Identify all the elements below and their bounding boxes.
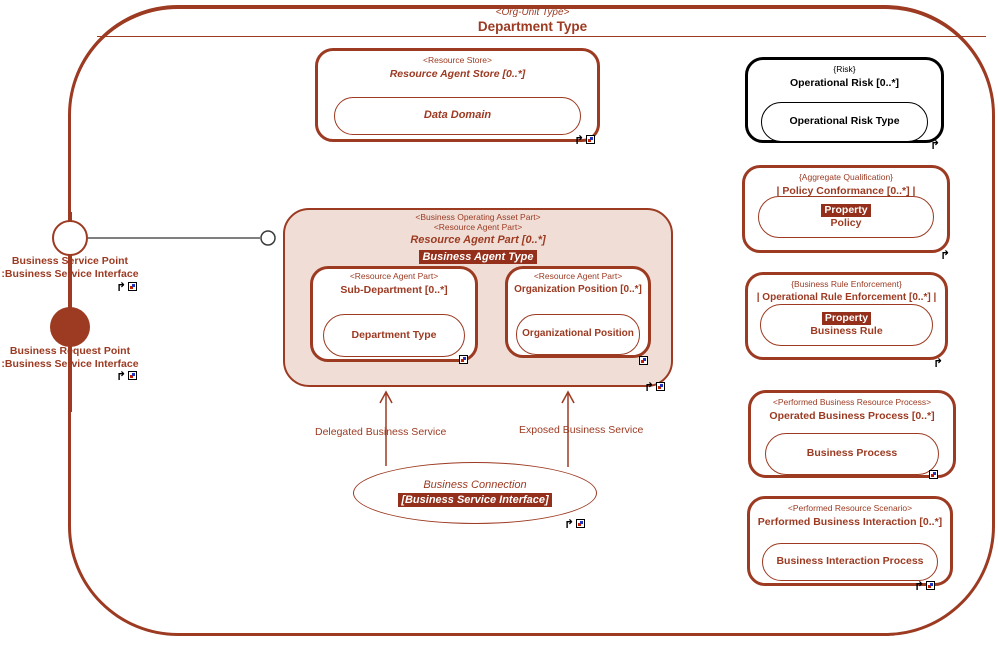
business-request-point-label: Business Request Point :Business Service… (0, 345, 140, 371)
node-name: Resource Agent Store [0..*] (389, 67, 526, 80)
service-point-icons: ↱ (116, 280, 138, 294)
node-name: Operated Business Process [0..*] (769, 409, 935, 422)
stereotype: <Performed Resource Scenario> (787, 503, 913, 513)
organization-position-icons (639, 356, 648, 365)
port-interface: :Business Service Interface (1, 358, 139, 371)
organizational-position-classifier[interactable]: Organizational Position (516, 314, 640, 355)
linked-element-icon (576, 519, 586, 528)
business-service-point-port[interactable] (52, 220, 88, 256)
navigate-icon[interactable]: ↱ (116, 369, 127, 383)
policy-conformance-node[interactable]: {Aggregate Qualification} | Policy Confo… (742, 165, 950, 253)
resource-store-icons: ↱ (574, 133, 596, 147)
node-name: Organization Position [0..*] (514, 283, 642, 295)
stereotype: <Business Operating Asset Part> (415, 212, 541, 222)
resource-agent-part-node[interactable]: <Business Operating Asset Part> <Resourc… (283, 208, 673, 387)
rule-enforcement-node[interactable]: {Business Rule Enforcement} | Operationa… (745, 272, 948, 360)
policy-icons: ↱ (940, 248, 951, 262)
classifier-label: Business Interaction Process (776, 555, 924, 568)
port-name: Business Request Point (9, 345, 131, 357)
connection-name: Business Connection (423, 478, 527, 491)
department-type-classifier[interactable]: Department Type (323, 314, 465, 357)
classifier-label: Business Rule (810, 325, 883, 338)
navigate-icon[interactable]: ↱ (116, 280, 127, 294)
node-name: Operational Risk [0..*] (789, 76, 900, 89)
linked-element-icon (128, 282, 138, 291)
navigate-icon[interactable]: ↱ (930, 138, 941, 152)
stereotype: {Risk} (833, 64, 856, 74)
property-label: Property (821, 203, 871, 218)
node-name: Sub-Department [0..*] (340, 283, 448, 296)
classifier-label: Data Domain (423, 109, 492, 122)
linked-element-icon (586, 135, 596, 144)
connection-icons: ↱ (564, 517, 586, 531)
linked-element-icon (656, 382, 666, 391)
node-name: Performed Business Interaction [0..*] (757, 515, 943, 528)
performed-business-interaction-node[interactable]: <Performed Resource Scenario> Performed … (747, 496, 953, 586)
boundary-stereotype: <Org-Unit Type> (495, 7, 570, 18)
stereotype: <Resource Agent Part> (533, 271, 623, 281)
property-label: Property (821, 311, 872, 326)
boundary-title: <Org-Unit Type> Department Type (70, 7, 995, 34)
navigate-icon[interactable]: ↱ (574, 133, 585, 147)
linked-element-icon (926, 581, 936, 590)
business-rule-classifier[interactable]: Property Business Rule (760, 304, 933, 346)
classifier-label: Department Type (351, 328, 437, 341)
classifier-label: Business Process (806, 447, 898, 460)
boundary-name: Department Type (477, 19, 588, 34)
navigate-icon[interactable]: ↱ (933, 356, 944, 370)
sub-department-icons (459, 355, 468, 364)
business-agent-type-label: Business Agent Type (419, 249, 537, 264)
connection-interface-label: [Business Service Interface] (398, 492, 552, 508)
linked-element-icon (128, 371, 138, 380)
business-process-classifier[interactable]: Business Process (765, 433, 939, 475)
rule-enforcement-icons: ↱ (933, 356, 944, 370)
operational-risk-node[interactable]: {Risk} Operational Risk [0..*] Operation… (745, 57, 944, 143)
classifier-label: Organizational Position (522, 328, 634, 340)
linked-element-icon (929, 470, 938, 479)
data-domain-classifier[interactable]: Data Domain (334, 97, 581, 135)
stereotype: <Resource Agent Part> (349, 271, 439, 281)
node-name: Resource Agent Part [0..*] (410, 233, 546, 246)
navigate-icon[interactable]: ↱ (644, 380, 655, 394)
risk-icons: ↱ (930, 138, 941, 152)
node-name: | Policy Conformance [0..*] | (776, 184, 916, 197)
stereotype: {Business Rule Enforcement} (791, 279, 902, 289)
policy-classifier[interactable]: Property Policy (758, 196, 934, 238)
port-interface: :Business Service Interface (1, 268, 139, 281)
navigate-icon[interactable]: ↱ (914, 579, 925, 593)
agent-type-highlight-row: Business Agent Type (285, 247, 671, 265)
business-service-point-label: Business Service Point :Business Service… (0, 255, 140, 281)
port-name: Business Service Point (11, 255, 129, 267)
exposed-service-label: Exposed Business Service (519, 424, 644, 436)
stereotype: {Aggregate Qualification} (798, 172, 894, 182)
stereotype: <Resource Store> (423, 55, 492, 65)
business-interaction-icons: ↱ (914, 579, 936, 593)
agent-part-icons: ↱ (644, 380, 666, 394)
linked-element-icon (639, 356, 648, 365)
organization-position-node[interactable]: <Resource Agent Part> Organization Posit… (505, 266, 651, 358)
delegated-service-label: Delegated Business Service (315, 426, 447, 438)
stereotype: <Performed Business Resource Process> (772, 397, 932, 407)
classifier-label: Policy (830, 217, 862, 230)
business-process-icons (929, 470, 938, 479)
stereotype: <Resource Agent Part> (433, 221, 523, 232)
operational-risk-type-classifier[interactable]: Operational Risk Type (761, 102, 928, 142)
title-separator (97, 36, 986, 37)
navigate-icon[interactable]: ↱ (564, 517, 575, 531)
business-request-point-port[interactable] (50, 307, 90, 347)
business-interaction-classifier[interactable]: Business Interaction Process (762, 543, 938, 581)
request-point-icons: ↱ (116, 369, 138, 383)
resource-agent-store-node[interactable]: <Resource Store> Resource Agent Store [0… (315, 48, 600, 142)
business-connection-node[interactable]: Business Connection [Business Service In… (353, 462, 597, 524)
navigate-icon[interactable]: ↱ (940, 248, 951, 262)
linked-element-icon (459, 355, 468, 364)
node-name: | Operational Rule Enforcement [0..*] | (756, 291, 937, 303)
operated-business-process-node[interactable]: <Performed Business Resource Process> Op… (748, 390, 956, 478)
sub-department-node[interactable]: <Resource Agent Part> Sub-Department [0.… (310, 266, 478, 362)
classifier-label: Operational Risk Type (789, 115, 900, 128)
